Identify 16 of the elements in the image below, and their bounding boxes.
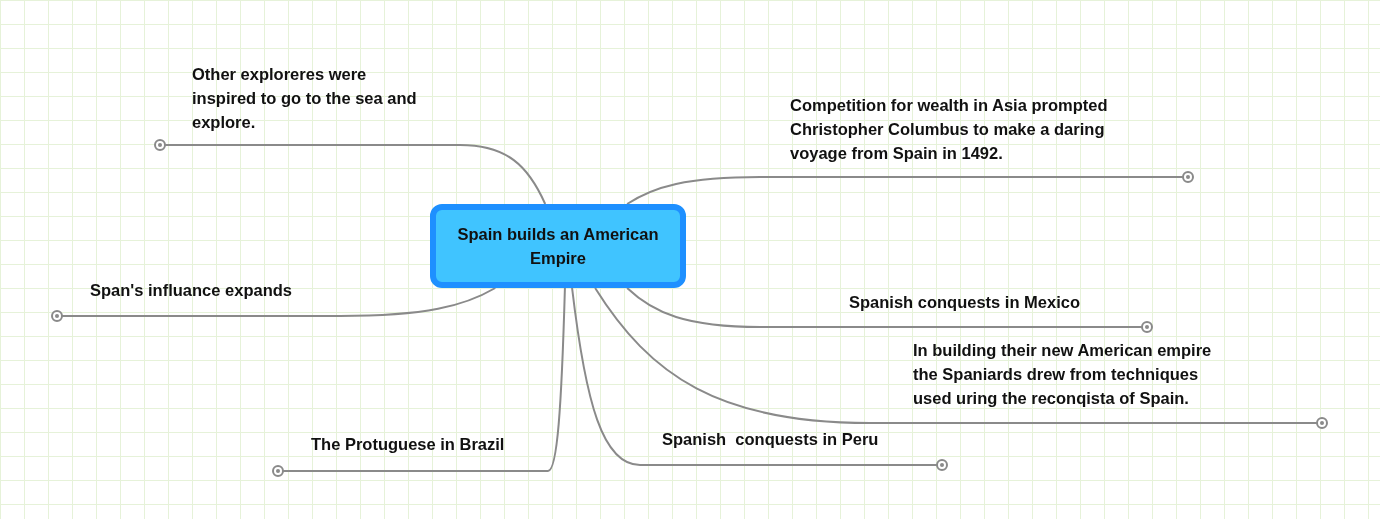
central-topic-box: [430, 204, 686, 288]
subtopic-text: Span's influance expands: [90, 280, 292, 301]
branch-connector: [626, 176, 761, 205]
branch-connector: [571, 287, 641, 466]
subtopic-text: Other exploreres were inspired to go to the sea and explore.: [192, 64, 418, 133]
subtopic-text: The Protuguese in Brazil: [311, 434, 505, 455]
branch-connector: [339, 287, 497, 317]
branch-connector: [594, 287, 871, 424]
subtopic-text: Spanish conquests in Peru: [662, 429, 879, 450]
topic-title: Spain builds an American Empire: [456, 224, 660, 269]
subtopic-text: Competition for wealth in Asia prompted Christopher Columbus to make a daring voyage from Spain in 1492.: [790, 95, 1109, 164]
subtopic-text: In building their new American empire the Spaniards drew from techniques used uring the reconqista of Spain.: [913, 340, 1213, 409]
subtopic-text: Spanish conquests in Mexico: [849, 292, 1081, 313]
branch-connector: [459, 144, 547, 205]
branch-connector: [547, 287, 566, 472]
branch-connector: [626, 287, 761, 328]
